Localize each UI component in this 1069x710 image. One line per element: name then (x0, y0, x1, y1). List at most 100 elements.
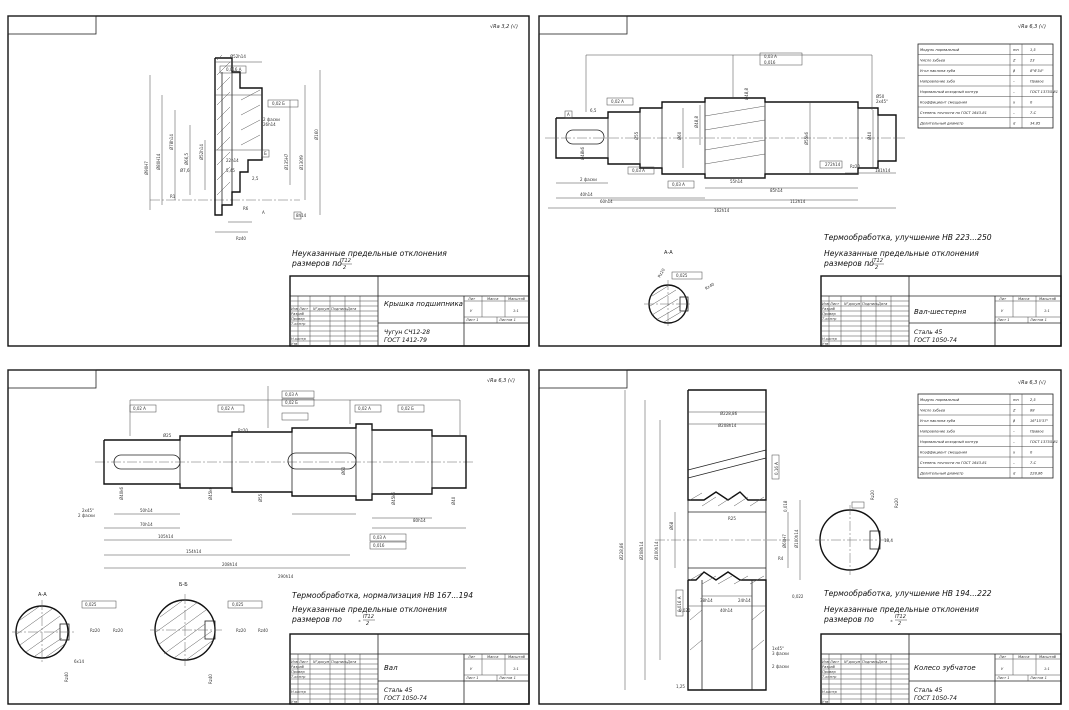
note-heat: Термообработка, улучшение НВ 194...222 (824, 589, 992, 598)
gear-wheel-drawing (624, 389, 801, 691)
dim-text: A (567, 112, 570, 117)
table-param-value: 0 (1030, 101, 1033, 105)
bore-section-drawing (815, 501, 892, 575)
tb-label: Т.контр (291, 675, 306, 679)
shaft-gear-drawing (545, 52, 905, 209)
tb-label: Лист (829, 660, 840, 664)
tb-label: Листов 1 (498, 318, 516, 322)
table-param-name: Делительный диаметр (919, 122, 964, 126)
dim-text: 0,03 A (285, 392, 298, 397)
dim-text: 0,020 (679, 608, 691, 613)
table-param-symbol: mn (1013, 48, 1020, 52)
tb-label: Т.контр (291, 322, 306, 326)
dim-text: Rz20 (238, 428, 248, 433)
table-param-name: Число зубьев (920, 409, 945, 413)
dim-text: Ø40 (451, 496, 456, 505)
dim-text: 0,025 (676, 273, 688, 278)
dim-text: R25 (728, 516, 736, 521)
dim-text: 0,02 A (358, 406, 371, 411)
dim-text: 2 фаски (263, 117, 280, 122)
tb-label: N°докум (844, 660, 860, 664)
tb-label: Лит (998, 655, 1007, 659)
table-param-name: Степень точности по ГОСТ 1643-81 (920, 111, 987, 115)
table-param-value: 23 (1030, 59, 1035, 63)
tb-label: Подпись (862, 302, 878, 306)
dim-text: 105h14 (158, 534, 174, 539)
dim-text: Ø228,86 (619, 542, 624, 560)
dim-text: 0,03 A (373, 535, 386, 540)
dim-text: Ø130f9 (299, 155, 304, 170)
tb-label: Лист (298, 660, 309, 664)
dim-text: Ø45k6 (391, 491, 396, 505)
dim-text: 0,025 (85, 602, 97, 607)
table-param-value: 7-С (1030, 111, 1037, 115)
table-param-symbol: Z (1012, 409, 1016, 413)
dim-text: 0,02 A (611, 99, 624, 104)
tb-label: Дата (346, 660, 356, 664)
note-line-2: размеров по (291, 615, 342, 624)
tb-label: Масса (487, 297, 498, 301)
dim-text: 272h14 (825, 162, 841, 167)
dim-text: 0,016 (764, 60, 776, 65)
material-line-2: ГОСТ 1050-74 (914, 695, 957, 702)
dim-text: 290h14 (278, 574, 294, 579)
tb-label: Лист (829, 302, 840, 306)
dim-text: Ø7,6 (180, 168, 190, 173)
dim-text: 2,5 (252, 176, 259, 181)
sheet-shaft: √Ra 6,3 (√) (12, 378, 530, 705)
dim-text: 85h14 (770, 188, 783, 193)
tb-label: Масштаб (1039, 297, 1057, 301)
tolerance-num: IT12 (340, 258, 351, 264)
tb-label: Провер (822, 312, 837, 316)
tb-label: Масса (1018, 655, 1029, 659)
dim-text: 80h14 (413, 518, 426, 523)
sheet-frames (7, 15, 1062, 705)
table-param-symbol: – (1013, 440, 1015, 444)
table-param-symbol: – (1013, 90, 1015, 94)
table-param-name: Угол наклона зуба (920, 419, 955, 423)
tb-label: Провер (291, 317, 306, 321)
tb-label: Т.контр (822, 317, 837, 321)
dim-text: R1 (170, 194, 176, 199)
dim-text: Ø80H14 (156, 153, 161, 170)
dim-text: 3 фаски (772, 651, 789, 656)
table-param-symbol: Z (1012, 59, 1016, 63)
dim-text: Ø52h14 (199, 144, 204, 160)
dim-text: 26h14 (263, 122, 276, 127)
dim-text: 0,022 (792, 594, 804, 599)
table-param-value: Правое (1030, 430, 1045, 434)
tb-label: Лист (298, 307, 309, 311)
dim-text: Rz40 (236, 236, 246, 241)
dim-text: 1x45° (772, 646, 784, 651)
tb-label: У (1001, 667, 1004, 671)
tb-label: Лист 1 (465, 318, 479, 322)
tolerance-num: IT12 (872, 258, 883, 264)
dim-text: Rz40 (208, 674, 213, 684)
tb-label: Лист 1 (996, 318, 1010, 322)
dim-text: Ø160 (314, 129, 319, 140)
dim-text: Ø208h14 (718, 423, 737, 428)
note-line-1: Неуказанные предельные отклонения (292, 249, 447, 258)
tb-label: Масштаб (508, 297, 526, 301)
tb-label: Н.контр (822, 690, 838, 694)
table-param-value: 16°15'37" (1030, 419, 1049, 423)
dim-text: 6,5 (590, 108, 597, 113)
table-param-symbol: mn (1013, 398, 1020, 402)
table-param-name: Модуль нормальный (920, 398, 960, 402)
dim-text: Ø100h14 (654, 541, 659, 560)
dim-text: 208h14 (222, 562, 238, 567)
section-label: А-А (38, 592, 47, 598)
table-param-name: Модуль нормальный (920, 48, 960, 52)
table-param-value: 88 (1030, 409, 1035, 413)
dim-text: Ø135H7 (284, 153, 289, 170)
tb-label: Лист 1 (996, 676, 1010, 680)
table-param-symbol: x (1012, 101, 1016, 105)
tb-label: Утв (822, 342, 828, 346)
note-heat: Термообработка, нормализация НВ 167...19… (292, 591, 473, 600)
tb-label: N°докум (313, 660, 329, 664)
table-param-value: 1,5 (1030, 48, 1036, 52)
tb-label: Изм (291, 307, 299, 311)
tb-label: Провер (822, 670, 837, 674)
